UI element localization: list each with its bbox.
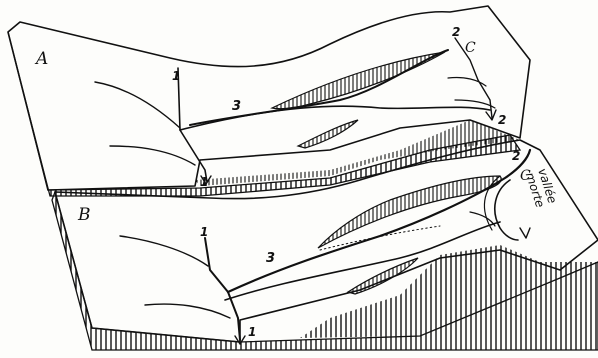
block-b-marker-1-bottom: 1 (248, 325, 256, 339)
block-a-right-lines (448, 77, 495, 108)
block-a: A 1 1 3 2 C 2 (8, 6, 530, 196)
block-b-dead-valley-curve (495, 180, 518, 240)
block-a-marker-c: C (465, 40, 476, 56)
block-b-right-arrow (520, 228, 530, 238)
block-a-marker-1-top: 1 (172, 69, 180, 83)
block-a-marker-2-right: 2 (498, 113, 506, 127)
block-b-tributary-left (120, 236, 208, 266)
block-a-marker-1-bottom: 1 (200, 175, 208, 189)
block-a-tributary-left (95, 82, 180, 128)
block-b-marker-1-top: 1 (200, 225, 208, 239)
block-a-front-face (8, 32, 520, 196)
block-b-tributary-left2 (145, 304, 230, 318)
block-a-marker-3: 3 (232, 99, 241, 114)
block-a-ridge-hatch-large (272, 52, 445, 109)
block-b-marker-3: 3 (266, 251, 275, 266)
block-a-label: A (34, 49, 48, 69)
block-a-marker-2-top: 2 (452, 25, 460, 39)
block-b-marker-2-top: 2 (512, 149, 520, 163)
block-b-ridge-hatch-large (318, 176, 501, 248)
block-a-tributary-left2 (110, 146, 195, 165)
block-b-label: B (77, 205, 91, 225)
